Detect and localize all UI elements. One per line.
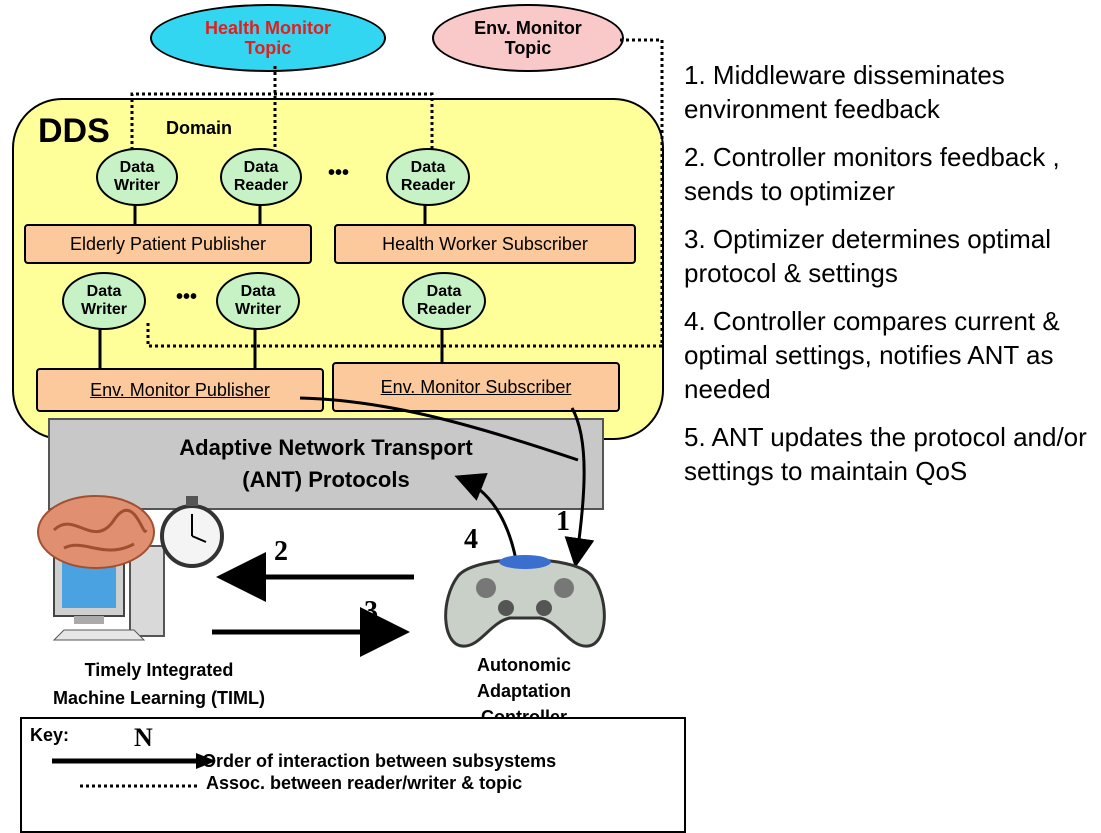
- step-2: 2. Controller monitors feedback , sends …: [684, 142, 1060, 206]
- elderly-patient-publisher: Elderly Patient Publisher: [24, 224, 312, 264]
- step-3: 3. Optimizer determines optimal protocol…: [684, 224, 1052, 288]
- ant-line1: Adaptive Network Transport: [179, 435, 473, 460]
- key-dotted-line: [80, 784, 198, 788]
- timl-label: Timely Integrated Machine Learning (TIML…: [52, 660, 265, 708]
- key-dotted-text: Assoc. between reader/writer & topic: [206, 773, 523, 793]
- arrow-number-1: 1: [556, 506, 570, 537]
- flow-curves: [299, 396, 595, 568]
- steps-list: 1. Middleware disseminates environment f…: [684, 58, 1099, 502]
- step-5: 5. ANT updates the protocol and/or setti…: [684, 422, 1087, 486]
- env-monitor-publisher: Env. Monitor Publisher: [36, 368, 324, 412]
- gamepad-controller-icon: [444, 555, 606, 648]
- domain-label: Domain: [166, 118, 233, 138]
- topic-association-lines: [130, 38, 664, 348]
- arrow-number-2: 2: [274, 536, 288, 567]
- legend-key: Key: N Order of interaction between subs…: [20, 717, 686, 833]
- env-topic-line2: Topic: [504, 38, 552, 58]
- dds-label: DDS: [38, 112, 110, 150]
- ant-line2: (ANT) Protocols: [242, 467, 410, 492]
- health-topic-line2: Topic: [244, 38, 292, 58]
- timl-computer-icon: [37, 495, 224, 641]
- entity-stems: [98, 202, 444, 370]
- env-monitor-topic: Env. Monitor Topic: [432, 4, 624, 72]
- health-monitor-topic: Health Monitor Topic: [150, 4, 386, 72]
- env-monitor-subscriber: Env. Monitor Subscriber: [332, 362, 620, 412]
- step-4: 4. Controller compares current & optimal…: [684, 306, 1060, 404]
- ellipsis-top: •••: [328, 162, 350, 184]
- health-worker-subscriber: Health Worker Subscriber: [334, 224, 636, 264]
- health-topic-line1: Health Monitor: [205, 18, 331, 38]
- key-title: Key:: [30, 725, 70, 745]
- timl-arrows: [212, 552, 414, 657]
- env-topic-line1: Env. Monitor: [474, 18, 582, 38]
- step-1: 1. Middleware disseminates environment f…: [684, 60, 1005, 124]
- key-arrow-text: Order of interaction between subsystems: [202, 751, 557, 771]
- key-symbol: N: [134, 723, 153, 752]
- key-solid-arrow: [52, 753, 216, 769]
- arrow-number-3: 3: [364, 596, 378, 627]
- ellipsis-bottom: •••: [176, 286, 198, 308]
- ant-protocols-box: Adaptive Network Transport (ANT) Protoco…: [48, 418, 604, 510]
- arrow-number-4: 4: [464, 524, 478, 555]
